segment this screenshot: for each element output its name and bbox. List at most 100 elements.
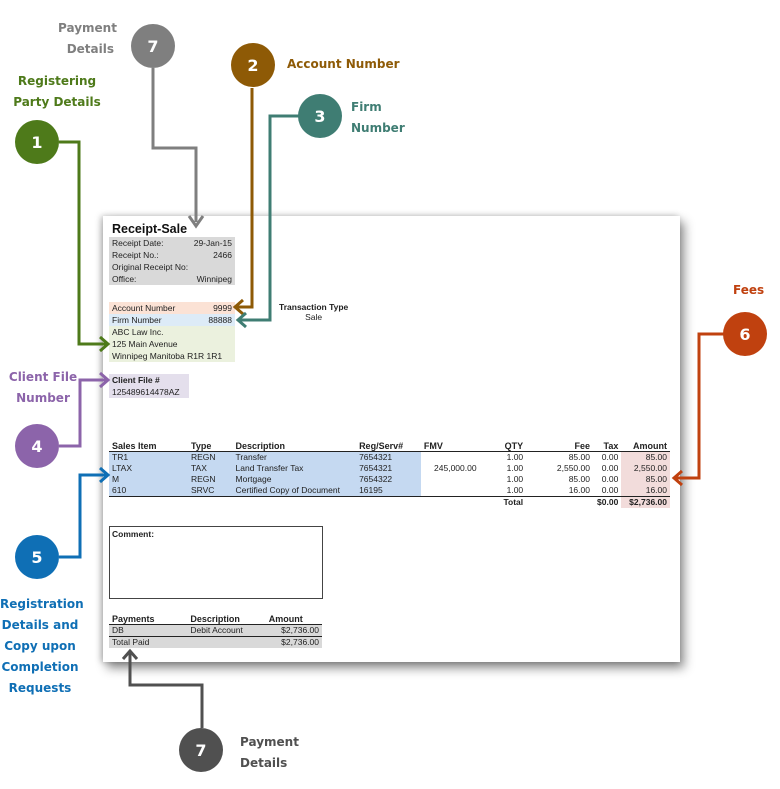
callout-label-client-file: Client File Number	[0, 367, 86, 409]
label-line: Fees	[733, 283, 765, 297]
total-tax: $0.00	[597, 497, 619, 507]
cell-tax: 0.00	[592, 451, 622, 463]
col-sales-item: Sales Item	[109, 440, 188, 452]
cell-reg: 7654321	[356, 463, 421, 474]
label-line: Requests	[8, 681, 72, 695]
cell-description: Transfer	[232, 451, 357, 463]
cell-fmv	[420, 474, 480, 485]
cell-amount: 16.00	[621, 485, 670, 497]
col-qty: QTY	[479, 440, 527, 452]
party-line: Winnipeg Manitoba R1R 1R1	[112, 351, 223, 361]
label-line: Payment	[240, 735, 299, 749]
badge-number: 5	[31, 547, 43, 567]
cell-reg: 7654322	[356, 474, 421, 485]
col-amount: Amount	[621, 440, 670, 452]
cell-tax: 0.00	[592, 474, 622, 485]
label-line: Number	[16, 391, 70, 405]
label-line: Client File	[8, 370, 78, 384]
cell-description: Certified Copy of Document	[232, 485, 357, 497]
col-tax: Tax	[592, 440, 622, 452]
empty-cell	[526, 497, 593, 509]
receipt-header-box: Receipt Date:29-Jan-15 Receipt No.:2466 …	[109, 237, 235, 285]
connector-registration	[59, 473, 107, 559]
label-line: Registering	[17, 74, 97, 88]
total-paid-row: Total Paid $2,736.00	[109, 636, 322, 648]
col-fmv: FMV	[420, 440, 480, 452]
payment-type: DB	[109, 624, 188, 637]
col-description: Description	[232, 440, 357, 452]
label-line: Firm	[351, 100, 382, 114]
transaction-type-label: Transaction Type	[279, 302, 349, 312]
cell-item: 610	[109, 485, 188, 497]
label-line: Registration	[0, 597, 84, 611]
callout-badge-5: 5	[15, 535, 59, 579]
badge-number: 7	[195, 740, 207, 760]
cell-description: Mortgage	[232, 474, 357, 485]
field-label: Office:	[112, 274, 137, 284]
comment-label: Comment:	[112, 529, 155, 539]
party-address-row: 125 Main Avenue	[109, 338, 235, 350]
cell-reg: 16195	[356, 485, 421, 497]
cell-item: LTAX	[109, 463, 188, 474]
col-payments: Payments	[109, 613, 188, 625]
col-fee: Fee	[526, 440, 593, 452]
field-value: 29-Jan-15	[193, 238, 232, 248]
cell-fmv: 245,000.00	[420, 463, 480, 474]
cell-item: M	[109, 474, 188, 485]
payments-table: Payments Description Amount DB Debit Acc…	[109, 613, 322, 648]
callout-badge-2: 2	[231, 43, 275, 87]
cell-amount: 85.00	[621, 451, 670, 463]
connector-payment-bottom	[128, 652, 204, 728]
callout-label-payment-bottom: Payment Details	[240, 732, 299, 774]
client-file-value: 125489614478AZ	[112, 387, 180, 397]
field-label: Account Number	[112, 303, 176, 313]
field-value: Winnipeg	[196, 274, 232, 284]
callout-label-fees: Fees	[733, 280, 764, 301]
label-line: Party Details	[13, 95, 101, 109]
cell-type: TAX	[187, 463, 233, 474]
payment-row: DB Debit Account $2,736.00	[109, 624, 322, 637]
total-label: Total	[503, 497, 524, 507]
party-line: 125 Main Avenue	[112, 339, 178, 349]
account-number-value: 9999	[213, 303, 232, 313]
cell-type: REGN	[187, 474, 233, 485]
cell-qty: 1.00	[479, 474, 527, 485]
connector-payment-top	[151, 68, 198, 222]
cell-type: REGN	[187, 451, 233, 463]
label-line: Details	[66, 42, 114, 56]
cell-fee: 2,550.00	[526, 463, 593, 474]
col-pay-description: Description	[187, 613, 266, 625]
receipt-date-row: Receipt Date: 29-Jan-15	[109, 237, 235, 249]
comment-box[interactable]: Comment:	[109, 526, 323, 599]
cell-fmv	[420, 451, 480, 463]
payment-description: Debit Account	[187, 624, 266, 637]
callout-label-registration: Registration Details and Copy upon Compl…	[0, 594, 84, 699]
callout-badge-1: 1	[15, 120, 59, 164]
sales-total-row: Total $0.00 $2,736.00	[109, 496, 670, 509]
callout-badge-3: 3	[298, 94, 342, 138]
office-row: Office: Winnipeg	[109, 273, 235, 285]
callout-label-account-number: Account Number	[287, 54, 400, 75]
party-line: ABC Law Inc.	[112, 327, 164, 337]
receipt-no-row: Receipt No.:2466	[109, 249, 235, 261]
cell-amount: 2,550.00	[621, 463, 670, 474]
cell-type: SRVC	[187, 485, 233, 497]
cell-qty: 1.00	[479, 485, 527, 497]
label-line: Completion	[1, 660, 79, 674]
callout-badge-7-top: 7	[131, 24, 175, 68]
receipt-title: Receipt-Sale	[112, 222, 188, 236]
field-value: 2466	[213, 250, 232, 260]
field-label: Receipt Date:	[112, 238, 164, 248]
badge-number: 7	[147, 36, 159, 56]
total-paid-amount: $2,736.00	[265, 636, 322, 648]
party-name-row: ABC Law Inc.	[109, 326, 235, 338]
original-receipt-row: Original Receipt No:	[109, 261, 235, 273]
receipt-document: Receipt-Sale Receipt Date: 29-Jan-15 Rece…	[103, 216, 680, 662]
callout-label-payment-top: Payment Details	[58, 18, 117, 60]
total-amount: $2,736.00	[621, 496, 670, 508]
label-line: Payment	[58, 21, 117, 35]
